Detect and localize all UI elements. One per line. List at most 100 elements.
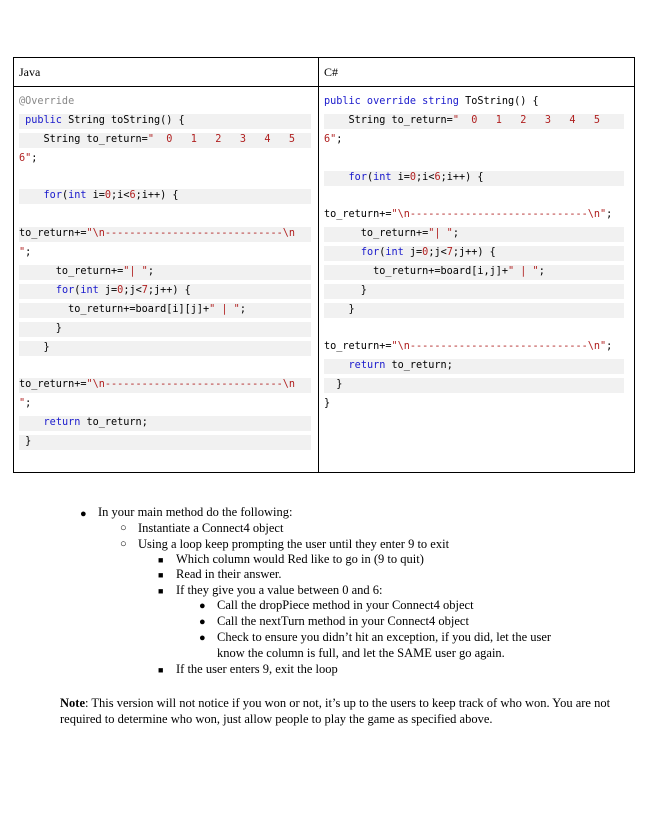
csharp-code-token: 6: [434, 172, 441, 183]
csharp-code-token: (: [379, 247, 386, 258]
java-code-token: ;j++) {: [147, 285, 191, 296]
csharp-code-token: String to_return=: [324, 115, 453, 126]
csharp-code-token: public override string: [324, 96, 459, 107]
instruction-detail-3a: Check to ensure you didn’t hit an except…: [217, 630, 552, 644]
java-code-line: return to_return;: [19, 416, 311, 431]
csharp-code-token: return: [348, 360, 386, 371]
java-code-line: }: [19, 435, 311, 450]
csharp-code-line: return to_return;: [324, 359, 624, 374]
csharp-code-token: }: [324, 304, 355, 315]
csharp-code-token: to_return+=: [324, 209, 392, 220]
java-code-line: 6";: [19, 152, 311, 167]
java-code-token: "\n-----------------------------\n: [86, 228, 296, 239]
java-code-token: }: [19, 342, 50, 353]
java-code-token: ": [19, 398, 26, 409]
java-code-token: " 0 1 2 3 4 5: [147, 134, 296, 145]
csharp-code-token: 7: [446, 247, 453, 258]
csharp-code-line: to_return+="\n--------------------------…: [324, 340, 624, 355]
java-code-line: @Override: [19, 95, 311, 110]
bullet-disc: ●: [199, 600, 206, 612]
java-code-line: }: [19, 341, 311, 356]
csharp-code-token: ;j++) {: [452, 247, 496, 258]
java-code-token: 6: [129, 190, 136, 201]
java-code-token: ;i<: [111, 190, 130, 201]
java-code-token: ;: [31, 153, 38, 164]
java-code-line: to_return+="| ";: [19, 265, 311, 280]
instruction-sub-2: Using a loop keep prompting the user unt…: [138, 537, 450, 551]
java-code-token: return: [43, 417, 81, 428]
java-code-token: (: [61, 190, 69, 201]
java-code-line: for(int j=0;j<7;j++) {: [19, 284, 311, 299]
instruction-step-2: Read in their answer.: [176, 567, 282, 581]
java-code-token: ": [19, 247, 26, 258]
csharp-code-token: ;i++) {: [440, 172, 484, 183]
java-code-token: 6": [19, 153, 32, 164]
csharp-column: C# public override string ToString() { S…: [318, 58, 634, 472]
java-code-token: int: [68, 190, 87, 201]
csharp-code-token: [324, 247, 361, 258]
java-code-token: ;i++) {: [135, 190, 179, 201]
csharp-code-token: ;j<: [428, 247, 447, 258]
bullet-square: ■: [158, 555, 164, 565]
java-code-line: to_return+="\n--------------------------…: [19, 378, 311, 393]
csharp-code-token: for: [348, 172, 367, 183]
bullet-square: ■: [158, 570, 164, 580]
java-code-token: to_return;: [80, 417, 148, 428]
java-code-token: ;: [25, 398, 32, 409]
instruction-detail-2: Call the nextTurn method in your Connect…: [217, 614, 469, 628]
csharp-code-token: ;: [452, 228, 459, 239]
java-code-token: to_return+=: [19, 379, 87, 390]
java-code-token: to_return+=board[i][j]+: [19, 304, 210, 315]
csharp-code-token: "\n-----------------------------\n": [391, 341, 607, 352]
java-code-line: for(int i=0;i<6;i++) {: [19, 189, 311, 204]
instruction-step-4: If the user enters 9, exit the loop: [176, 662, 338, 676]
csharp-column-header: C#: [319, 58, 634, 87]
java-code-token: "\n-----------------------------\n: [86, 379, 296, 390]
csharp-code-line: for(int j=0;j<7;j++) {: [324, 246, 624, 261]
java-code-line: public String toString() {: [19, 114, 311, 129]
java-code-token: String toString() {: [61, 115, 185, 126]
java-code-token: i=: [86, 190, 105, 201]
note-label: Note: [60, 696, 85, 710]
bullet-square: ■: [158, 586, 164, 596]
bullet-square: ■: [158, 665, 164, 675]
bullet-disc: ●: [199, 632, 206, 644]
csharp-code-token: }: [324, 379, 343, 390]
csharp-code-line: }: [324, 397, 624, 412]
java-code-token: to_return+=: [19, 266, 124, 277]
csharp-code-token: 0: [409, 172, 417, 183]
java-code-token: int: [80, 285, 99, 296]
csharp-code-line: for(int i=0;i<6;i++) {: [324, 171, 624, 186]
instruction-sub-1: Instantiate a Connect4 object: [138, 521, 284, 535]
csharp-code-line: public override string ToString() {: [324, 95, 624, 110]
java-code-line: to_return+="\n--------------------------…: [19, 227, 311, 242]
java-code-token: ;: [147, 266, 154, 277]
csharp-code-token: ToString() {: [458, 96, 539, 107]
csharp-code-token: ;: [336, 134, 343, 145]
csharp-code-token: i=: [391, 172, 410, 183]
java-code-token: [19, 190, 44, 201]
csharp-code-line: to_return+="| ";: [324, 227, 624, 242]
instruction-step-3: If they give you a value between 0 and 6…: [176, 583, 383, 597]
csharp-code-token: [324, 360, 349, 371]
csharp-code-line: to_return+=board[i,j]+" | ";: [324, 265, 624, 280]
csharp-code-line: to_return+="\n--------------------------…: [324, 208, 624, 223]
java-code-token: [19, 417, 44, 428]
java-code-token: 0: [117, 285, 124, 296]
java-code-token: "| ": [123, 266, 148, 277]
csharp-code-token: ;: [606, 341, 613, 352]
instruction-main: In your main method do the following:: [98, 505, 293, 519]
csharp-code-token: ;i<: [416, 172, 435, 183]
csharp-code-token: to_return+=board[i,j]+: [324, 266, 509, 277]
java-code-token: for: [43, 190, 62, 201]
java-code-token: " | ": [209, 304, 240, 315]
csharp-code-token: ;: [606, 209, 613, 220]
csharp-code-line: String to_return=" 0 1 2 3 4 5: [324, 114, 624, 129]
csharp-code-token: to_return+=: [324, 341, 392, 352]
bullet-disc: ●: [80, 508, 87, 520]
java-code-line: ";: [19, 397, 311, 412]
java-code-token: String to_return=: [19, 134, 148, 145]
csharp-code-token: }: [324, 398, 331, 409]
csharp-code-line: }: [324, 378, 624, 393]
java-code-line: ";: [19, 246, 311, 261]
